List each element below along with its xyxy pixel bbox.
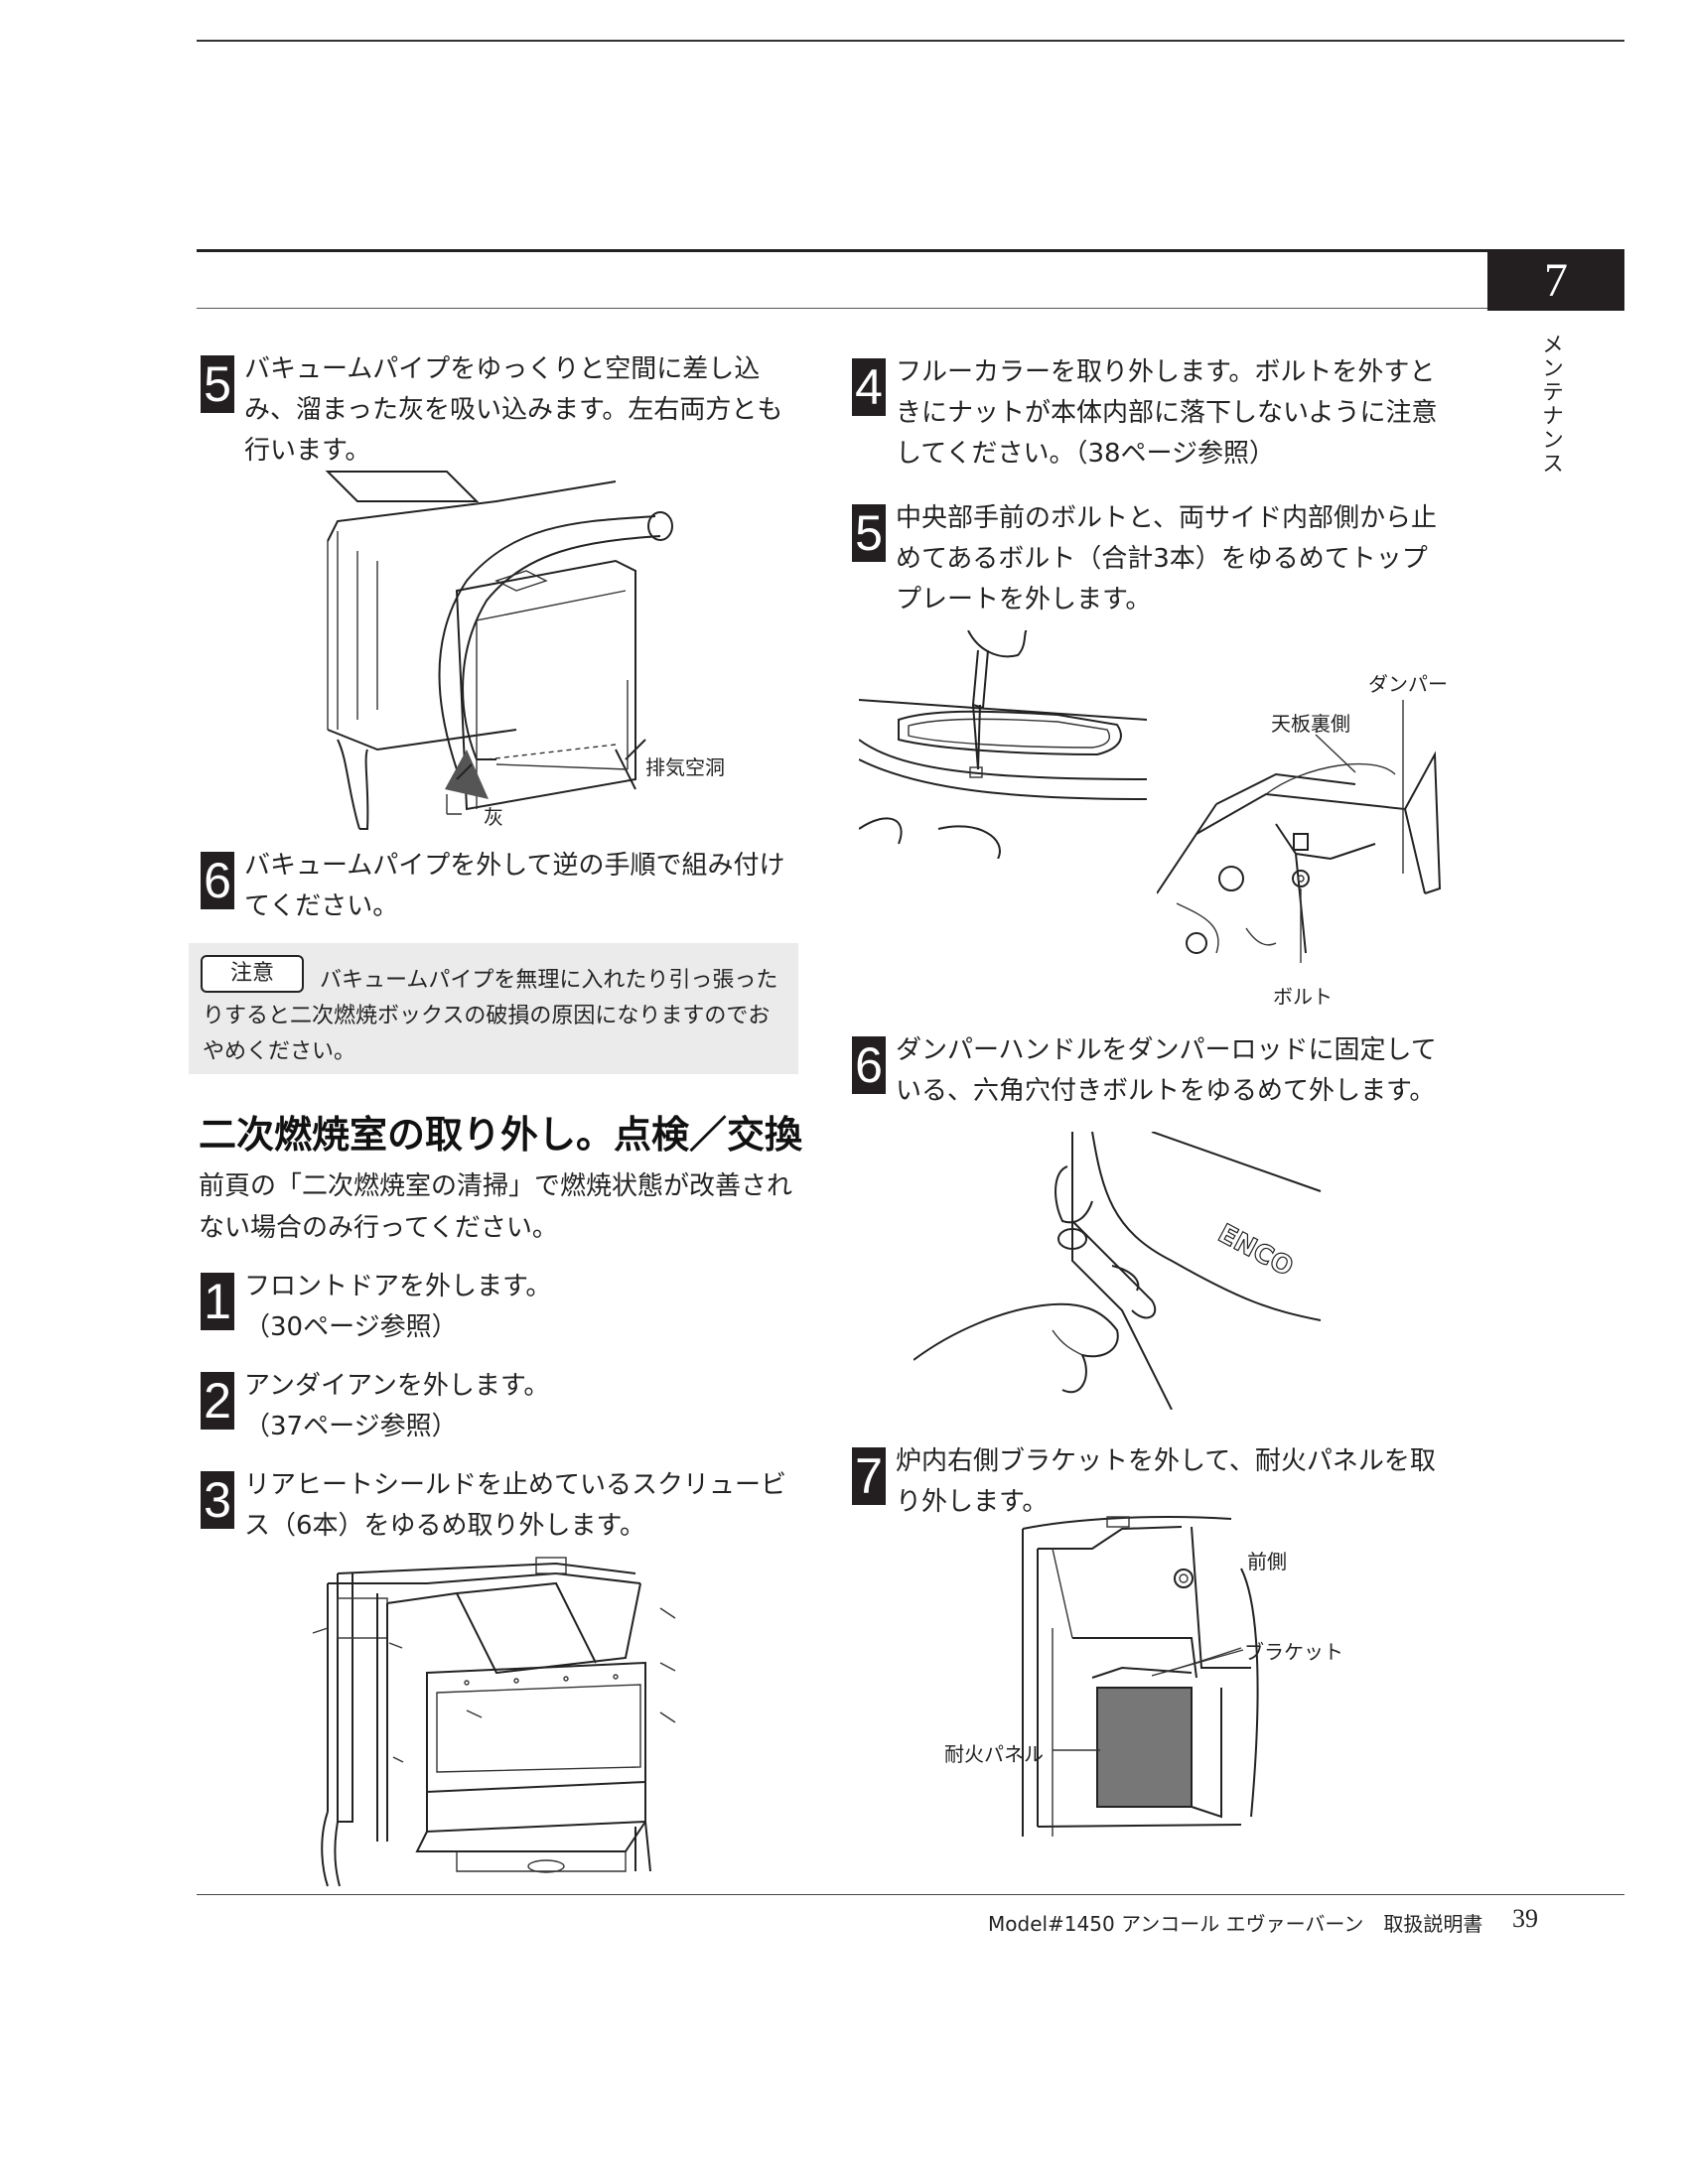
label-front: 前側 <box>1247 1550 1287 1573</box>
label-panel: 耐火パネル <box>944 1742 1044 1766</box>
caution-box: バキュームパイプを無理に入れたり引っ張ったりすると二次燃焼ボックスの破損の原因に… <box>189 943 798 1074</box>
step-text-line1: アンダイアンを外します。 <box>244 1371 550 1401</box>
left-step-5: 5 バキュームパイプをゆっくりと空間に差し込み、溜まった灰を吸い込みます。左右両… <box>201 349 796 472</box>
left-step-1: 1 フロントドアを外します。 （30ページ参照） <box>201 1267 796 1348</box>
label-bracket: ブラケット <box>1244 1640 1343 1664</box>
step-text: 炉内右側ブラケットを外して、耐火パネルを取り外します。 <box>896 1446 1436 1517</box>
step-number: 7 <box>852 1447 886 1505</box>
header-rule-thin <box>197 308 1487 309</box>
chapter-side-label: メンテナンス <box>1538 333 1563 476</box>
step-number: 1 <box>201 1273 234 1330</box>
label-exhaust: 排気空洞 <box>645 755 725 779</box>
footer-model: Model#1450 アンコール エヴァーバーン 取扱説明書 <box>988 1912 1483 1936</box>
step-number: 6 <box>852 1036 886 1094</box>
step-number: 6 <box>201 852 234 909</box>
left-step-6: 6 バキュームパイプを外して逆の手順で組み付けてください。 <box>201 846 796 927</box>
leader-panel <box>1053 1749 1100 1751</box>
step-number: 5 <box>852 504 886 562</box>
step-text: リアヒートシールドを止めているスクリュービス（6本）をゆるめ取り外します。 <box>244 1470 787 1541</box>
header-rule <box>197 249 1487 252</box>
section-intro: 前頁の「二次燃焼室の清掃」で燃焼状態が改善されない場合のみ行ってください。 <box>199 1171 793 1243</box>
step-text: ダンパーハンドルをダンパーロッドに固定している、六角穴付きボルトをゆるめて外しま… <box>896 1035 1437 1106</box>
footer-rule <box>197 1894 1624 1895</box>
step-text-line1: フロントドアを外します。 <box>244 1272 552 1301</box>
step-text-line2: （37ページ参照） <box>244 1412 458 1441</box>
enco-logo: ENCO <box>1213 1219 1298 1283</box>
step-text: バキュームパイプを外して逆の手順で組み付けてください。 <box>244 851 785 921</box>
chapter-number: 7 <box>1487 249 1624 311</box>
step-number: 5 <box>201 355 234 413</box>
label-ash: 灰 <box>484 805 503 829</box>
right-step-6: 6 ダンパーハンドルをダンパーロッドに固定している、六角穴付きボルトをゆるめて外… <box>852 1030 1448 1112</box>
label-bolt: ボルト <box>1273 985 1333 1009</box>
caution-text: バキュームパイプを無理に入れたり引っ張ったりすると二次燃焼ボックスの破損の原因に… <box>203 968 778 1064</box>
figure-damper-bolt <box>1157 700 1442 963</box>
section-title: 二次燃焼室の取り外し。点検／交換 <box>199 1113 803 1157</box>
figure-refractory-panel <box>1022 1516 1259 1837</box>
right-step-5: 5 中央部手前のボルトと、両サイド内部側から止めてあるボルト（合計3本）をゆるめ… <box>852 498 1448 620</box>
label-damper: ダンパー <box>1368 672 1448 696</box>
step-text: 中央部手前のボルトと、両サイド内部側から止めてあるボルト（合計3本）をゆるめてト… <box>896 503 1437 614</box>
figure-damper-handle: ENCO <box>914 1132 1322 1410</box>
step-number: 3 <box>201 1471 234 1529</box>
figure-top-plate <box>859 630 1148 859</box>
step-number: 2 <box>201 1372 234 1430</box>
label-top-back: 天板裏側 <box>1271 712 1350 736</box>
step-text: バキュームパイプをゆっくりと空間に差し込み、溜まった灰を吸い込みます。左右両方と… <box>244 354 783 466</box>
top-rule <box>197 40 1624 42</box>
right-step-7: 7 炉内右側ブラケットを外して、耐火パネルを取り外します。 <box>852 1441 1448 1523</box>
figure-rear-heat-shield <box>312 1557 676 1887</box>
figure-vacuum-pipe <box>325 471 673 830</box>
step-number: 4 <box>852 358 886 416</box>
left-step-3: 3 リアヒートシールドを止めているスクリュービス（6本）をゆるめ取り外します。 <box>201 1465 796 1547</box>
caution-badge: 注意 <box>201 955 304 993</box>
right-step-4: 4 フルーカラーを取り外します。ボルトを外すときにナットが本体内部に落下しないよ… <box>852 352 1448 475</box>
step-text: フルーカラーを取り外します。ボルトを外すときにナットが本体内部に落下しないように… <box>896 357 1438 469</box>
leader-bracket <box>1152 1649 1244 1677</box>
left-step-2: 2 アンダイアンを外します。 （37ページ参照） <box>201 1366 796 1447</box>
page-number: 39 <box>1512 1904 1538 1933</box>
step-text-line2: （30ページ参照） <box>244 1312 458 1342</box>
